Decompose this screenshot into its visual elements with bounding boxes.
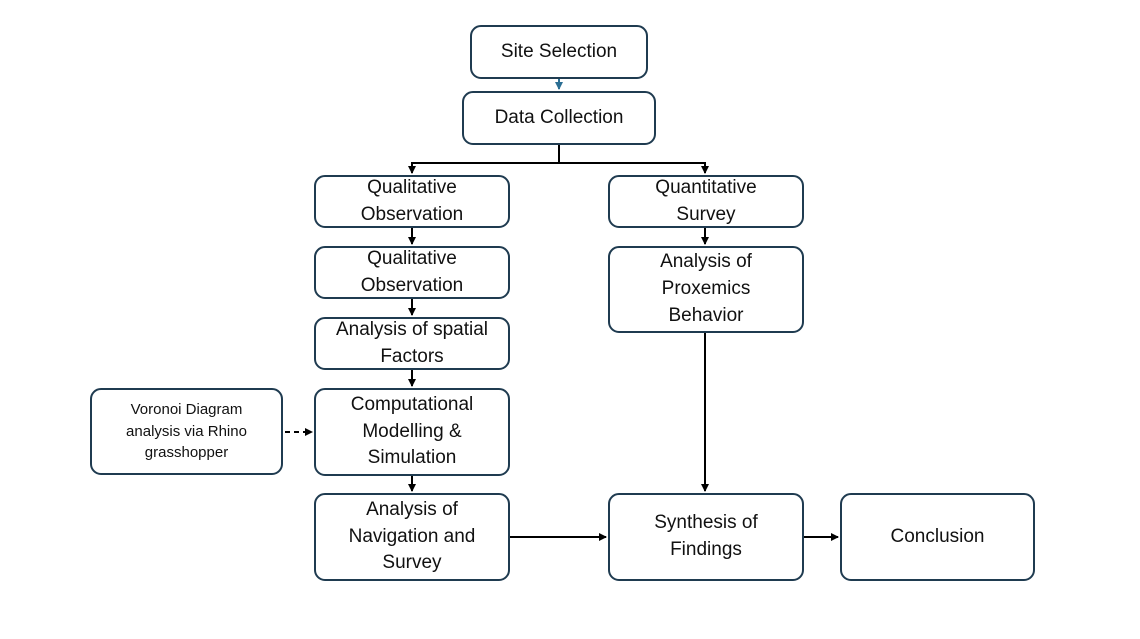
node-analysis-of-proxemics-behavior: Analysis of Proxemics Behavior [608, 246, 804, 333]
node-data-collection: Data Collection [462, 91, 656, 145]
node-analysis-of-navigation-and-survey: Analysis of Navigation and Survey [314, 493, 510, 581]
node-voronoi-note: Voronoi Diagram analysis via Rhino grass… [90, 388, 283, 475]
node-computational-modelling-simulation: Computational Modelling & Simulation [314, 388, 510, 476]
node-site-selection: Site Selection [470, 25, 648, 79]
node-conclusion: Conclusion [840, 493, 1035, 581]
node-analysis-of-spatial-factors: Analysis of spatial Factors [314, 317, 510, 370]
node-qualitative-observation-1: Qualitative Observation [314, 175, 510, 228]
node-qualitative-observation-2: Qualitative Observation [314, 246, 510, 299]
node-quantitative-survey: Quantitative Survey [608, 175, 804, 228]
node-synthesis-of-findings: Synthesis of Findings [608, 493, 804, 581]
